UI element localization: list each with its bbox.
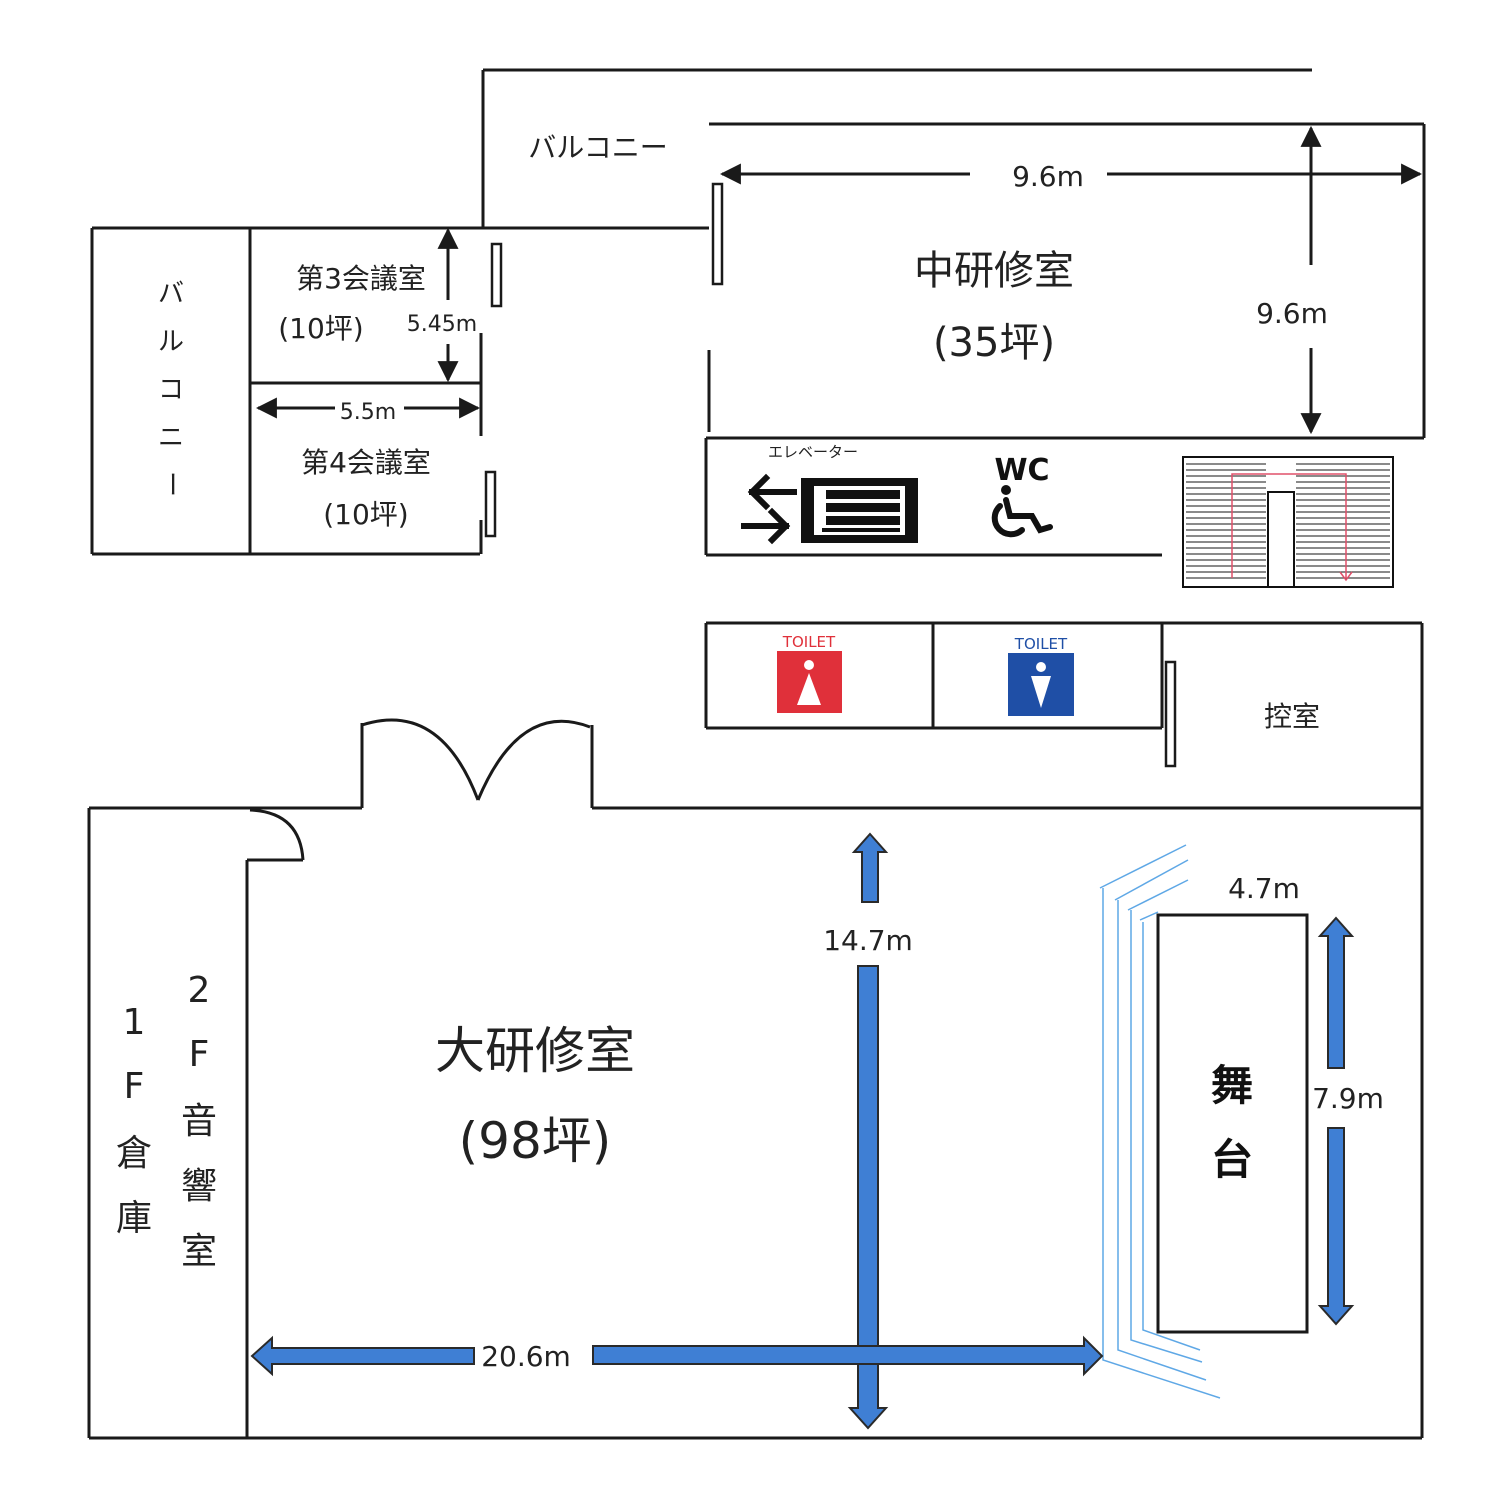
sound-room-char: F xyxy=(189,1034,210,1075)
stage-width-label: 4.7m xyxy=(1228,872,1300,905)
large-width-arrow-right xyxy=(592,1335,1104,1377)
waiting-room-name: 控室 xyxy=(1264,700,1320,733)
meeting-room-3-area: (10坪) xyxy=(278,312,363,345)
stage-outline xyxy=(1156,913,1309,1334)
large-width-arrow-left xyxy=(250,1335,475,1377)
medium-hall-name: 中研修室 xyxy=(914,248,1074,294)
stair-path-line xyxy=(1231,473,1347,578)
women-toilet-sign: TOILET xyxy=(777,633,842,713)
large-depth-arrow-top xyxy=(851,832,889,903)
balcony-side-char: バ xyxy=(158,279,184,309)
sliding-doors xyxy=(484,182,1177,768)
stage: 舞 台 xyxy=(1156,913,1309,1334)
staircase-icon xyxy=(1182,456,1394,588)
stair-landing-core xyxy=(1267,491,1295,588)
stage-depth-arrow-bottom xyxy=(1317,1127,1355,1326)
storage-char: F xyxy=(124,1066,145,1107)
large-depth-label: 14.7m xyxy=(823,924,913,957)
large-width-label: 20.6m xyxy=(481,1340,571,1373)
storage-door xyxy=(249,808,305,861)
stage-char: 台 xyxy=(1211,1135,1253,1184)
sound-room-char: 音 xyxy=(181,1101,217,1142)
meeting-room-4-name: 第4会議室 xyxy=(301,446,431,479)
double-arrow-icon xyxy=(741,473,797,545)
stage-curtain xyxy=(1099,844,1221,1399)
meeting-room-4-area: (10坪) xyxy=(323,498,408,531)
storage-1f-label: 1 F 倉 庫 xyxy=(116,1002,152,1239)
blue-dimension-arrows xyxy=(250,832,1355,1430)
sound-room-char: 室 xyxy=(181,1231,217,1272)
double-door-right-leaf xyxy=(476,719,591,801)
walls xyxy=(87,68,1426,1440)
wheelchair-icon xyxy=(991,485,1053,538)
balcony-side-char: ル xyxy=(158,327,184,357)
wc-sign: WC xyxy=(991,453,1053,538)
wc-label: WC xyxy=(994,453,1049,488)
storage-char: 庫 xyxy=(116,1198,152,1239)
balcony-side-char: ニ xyxy=(158,423,184,453)
medium-width-label: 9.6m xyxy=(1012,160,1084,193)
storage-char: 倉 xyxy=(116,1133,152,1174)
men-toilet-sign: TOILET xyxy=(1008,635,1074,716)
sound-room-char: 2 xyxy=(188,970,211,1011)
balcony-side-char: コ xyxy=(158,375,184,405)
elevator-sign: エレベーター xyxy=(741,443,918,545)
men-toilet-label: TOILET xyxy=(1014,635,1068,653)
dimension-lines xyxy=(255,125,1423,435)
door-panel-waiting-room xyxy=(1164,660,1177,768)
sound-room-2f-label: 2 F 音 響 室 xyxy=(181,970,217,1272)
room4-width-label: 5.5m xyxy=(340,400,396,425)
room3-depth-label: 5.45m xyxy=(407,312,477,337)
women-toilet-icon xyxy=(797,660,821,705)
medium-hall-area: (35坪) xyxy=(933,320,1055,366)
medium-depth-label: 9.6m xyxy=(1256,297,1328,330)
double-door-left-leaf xyxy=(361,718,480,801)
balcony-top-label: バルコニー xyxy=(528,131,667,164)
large-depth-arrow-bottom xyxy=(847,965,889,1430)
doors xyxy=(249,718,591,861)
door-panel-room3 xyxy=(490,242,503,308)
stage-depth-arrow-top xyxy=(1317,916,1355,1069)
door-panel-medium-hall xyxy=(711,182,724,286)
stage-char: 舞 xyxy=(1211,1061,1253,1110)
meeting-room-3-name: 第3会議室 xyxy=(296,262,426,295)
stage-depth-label: 7.9m xyxy=(1312,1082,1384,1115)
sound-room-char: 響 xyxy=(181,1166,217,1207)
balcony-side-label: バ ル コ ニ ー xyxy=(156,279,186,497)
women-toilet-label: TOILET xyxy=(782,633,836,651)
elevator-icon xyxy=(801,478,918,543)
stair-step-lines xyxy=(1186,463,1390,579)
stair-path-arrowhead xyxy=(1339,571,1353,582)
elevator-label: エレベーター xyxy=(768,443,858,461)
door-panel-room4 xyxy=(484,470,497,538)
men-toilet-icon xyxy=(1031,662,1051,708)
large-hall-area: (98坪) xyxy=(459,1112,612,1170)
balcony-side-char: ー xyxy=(156,471,186,497)
storage-char: 1 xyxy=(123,1002,146,1043)
large-hall-name: 大研修室 xyxy=(435,1022,635,1080)
